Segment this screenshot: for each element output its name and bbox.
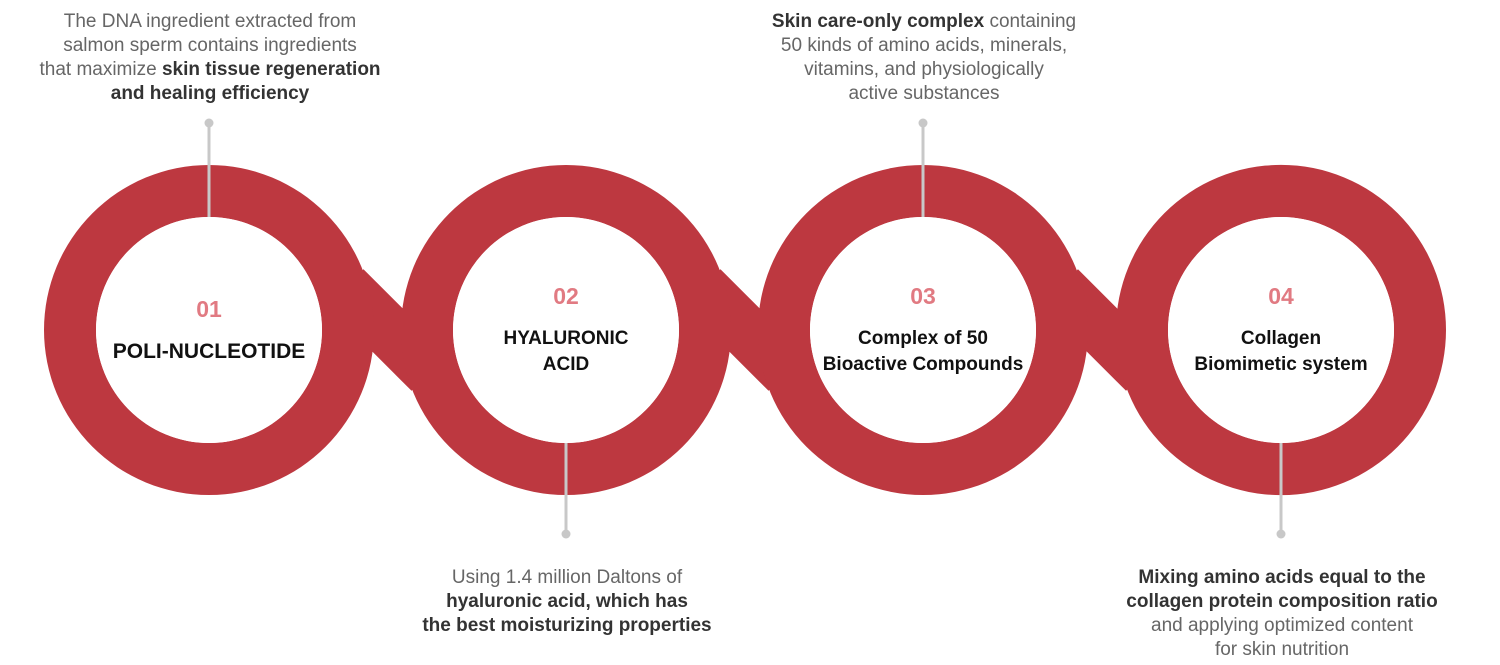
- desc-text-bold: Mixing amino acids equal to the: [1138, 567, 1426, 588]
- step-number: 04: [1268, 282, 1294, 309]
- desc-line: salmon sperm contains ingredients: [10, 34, 410, 58]
- ring-4: [1115, 164, 1447, 496]
- desc-line: and healing efficiency: [10, 82, 410, 106]
- desc-line: Using 1.4 million Daltons of: [367, 566, 767, 590]
- desc-text: containing: [984, 11, 1077, 32]
- circle-01: 01 POLI-NUCLEOTIDE: [97, 218, 321, 442]
- step-title-line: Bioactive Compounds: [822, 353, 1024, 375]
- desc-line: the best moisturizing properties: [367, 614, 767, 638]
- connector-dot-2: [561, 529, 571, 539]
- ring-center-1: [96, 217, 322, 443]
- desc-line: The DNA ingredient extracted from: [10, 10, 410, 34]
- desc-text-bold: the best moisturizing properties: [422, 615, 712, 636]
- step-title: Complex of 50 Bioactive Compounds: [823, 326, 1024, 378]
- desc-text: active substances: [848, 83, 1000, 104]
- description-03: Skin care-only complex containing 50 kin…: [724, 10, 1124, 106]
- step-title-line: Complex of 50: [858, 327, 988, 349]
- step-title-line: Biomimetic system: [1194, 353, 1368, 375]
- step-title: Collagen Biomimetic system: [1194, 326, 1367, 378]
- desc-line: for skin nutrition: [1082, 638, 1482, 662]
- desc-line: collagen protein composition ratio: [1082, 590, 1482, 614]
- desc-text-bold: and healing efficiency: [110, 83, 310, 104]
- step-title-line: POLI-NUCLEOTIDE: [112, 339, 306, 363]
- step-title-line: ACID: [542, 353, 590, 375]
- desc-text-bold: hyaluronic acid, which has: [446, 591, 688, 612]
- connector-dot-1: [204, 118, 214, 128]
- desc-text-bold: Skin care-only complex: [771, 11, 985, 32]
- description-04: Mixing amino acids equal to the collagen…: [1082, 566, 1482, 662]
- circle-03: 03 Complex of 50 Bioactive Compounds: [811, 218, 1035, 442]
- ring-1: [44, 165, 374, 495]
- ring-2: [401, 165, 731, 495]
- step-number: 03: [910, 282, 936, 309]
- desc-line: Skin care-only complex containing: [724, 10, 1124, 34]
- desc-line: Mixing amino acids equal to the: [1082, 566, 1482, 590]
- desc-line: 50 kinds of amino acids, minerals,: [724, 34, 1124, 58]
- desc-text: for skin nutrition: [1214, 639, 1350, 660]
- desc-line: active substances: [724, 82, 1124, 106]
- desc-line: vitamins, and physiologically: [724, 58, 1124, 82]
- step-number: 02: [553, 282, 579, 309]
- ring-center-4: [1168, 217, 1394, 443]
- desc-text-bold: skin tissue regeneration: [161, 59, 381, 80]
- desc-line: that maximize skin tissue regeneration: [10, 58, 410, 82]
- desc-text-bold: collagen protein composition ratio: [1126, 591, 1438, 612]
- desc-text: that maximize: [39, 59, 162, 80]
- ring-center-3: [810, 217, 1036, 443]
- step-title: HYALURONIC ACID: [504, 326, 629, 378]
- description-01: The DNA ingredient extracted from salmon…: [10, 10, 410, 106]
- step-title-line: Collagen: [1240, 327, 1322, 349]
- desc-text: 50 kinds of amino acids, minerals,: [780, 35, 1068, 56]
- step-title: POLI-NUCLEOTIDE: [113, 339, 306, 365]
- description-02: Using 1.4 million Daltons of hyaluronic …: [367, 566, 767, 638]
- step-title-line: HYALURONIC: [503, 327, 629, 349]
- ring-3: [758, 165, 1088, 495]
- desc-text: vitamins, and physiologically: [804, 59, 1044, 80]
- desc-line: and applying optimized content: [1082, 614, 1482, 638]
- desc-line: hyaluronic acid, which has: [367, 590, 767, 614]
- connector-dot-3: [918, 118, 928, 128]
- step-number: 01: [196, 295, 222, 322]
- desc-text: salmon sperm contains ingredients: [63, 35, 357, 56]
- circle-02: 02 HYALURONIC ACID: [454, 218, 678, 442]
- desc-text: Using 1.4 million Daltons of: [451, 567, 683, 588]
- desc-text: and applying optimized content: [1151, 615, 1413, 636]
- circle-04: 04 Collagen Biomimetic system: [1169, 218, 1393, 442]
- connector-dot-4: [1276, 529, 1286, 539]
- desc-text: The DNA ingredient extracted from: [63, 11, 357, 32]
- ring-center-2: [453, 217, 679, 443]
